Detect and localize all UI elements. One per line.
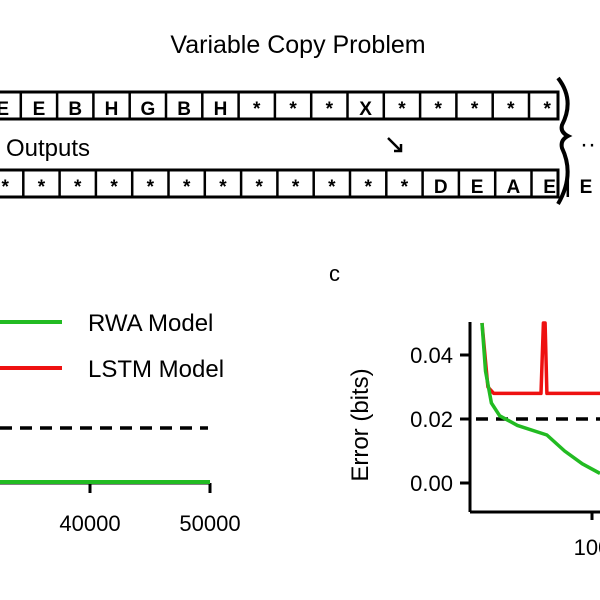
input-cell: E [33, 99, 46, 120]
output-cell: * [256, 177, 264, 198]
legend-label-rwa: RWA Model [88, 310, 213, 337]
output-cell: * [74, 177, 82, 198]
y-tick-label: 0.00 [410, 471, 453, 496]
output-cell: * [183, 177, 191, 198]
output-cell: * [401, 177, 409, 198]
y-tick-label: 0.02 [410, 407, 453, 432]
outputs-label: Outputs [6, 135, 90, 162]
figure-title: Variable Copy Problem [170, 31, 425, 59]
output-cell: E [580, 177, 593, 198]
input-cell: G [140, 99, 155, 120]
y-tick-label: 0.04 [410, 343, 453, 368]
output-cell: E [471, 177, 484, 198]
input-cell: * [398, 99, 406, 120]
arrow-icon [387, 137, 401, 151]
input-cell: * [289, 99, 297, 120]
input-cell: * [507, 99, 515, 120]
input-cell: * [253, 99, 261, 120]
input-cell: H [214, 99, 228, 120]
input-cell: * [435, 99, 443, 120]
input-cell: * [326, 99, 334, 120]
continuation-dots: ·· [580, 131, 596, 158]
outputs-row-frame [0, 168, 560, 199]
input-cell: B [177, 99, 191, 120]
input-cell: H [105, 99, 119, 120]
output-cell: A [506, 177, 520, 198]
brace-icon [556, 76, 573, 206]
output-cell: * [219, 177, 227, 198]
input-cell: * [471, 99, 479, 120]
input-cell: B [68, 99, 82, 120]
output-cell: * [292, 177, 300, 198]
output-cell: * [147, 177, 155, 198]
panel-c-letter: c [329, 261, 340, 286]
x-tick-label: 100 [574, 535, 600, 560]
output-cell: * [1, 177, 9, 198]
series-rwa-line [480, 322, 600, 475]
x-tick-label: 50000 [179, 511, 240, 536]
output-cell: E [543, 177, 556, 198]
input-cell: * [543, 99, 551, 120]
y-axis-label: Error (bits) [347, 368, 374, 481]
x-tick-label: 40000 [59, 511, 120, 536]
output-cell: D [434, 177, 448, 198]
output-cell: * [328, 177, 336, 198]
input-cell: E [0, 99, 9, 120]
series-lstm-line [480, 321, 600, 396]
input-cell: X [359, 99, 372, 120]
output-cell: * [38, 177, 46, 198]
output-cell: * [110, 177, 118, 198]
output-cell: * [364, 177, 372, 198]
arrow-head-icon [394, 144, 403, 153]
legend-label-lstm: LSTM Model [88, 356, 224, 383]
